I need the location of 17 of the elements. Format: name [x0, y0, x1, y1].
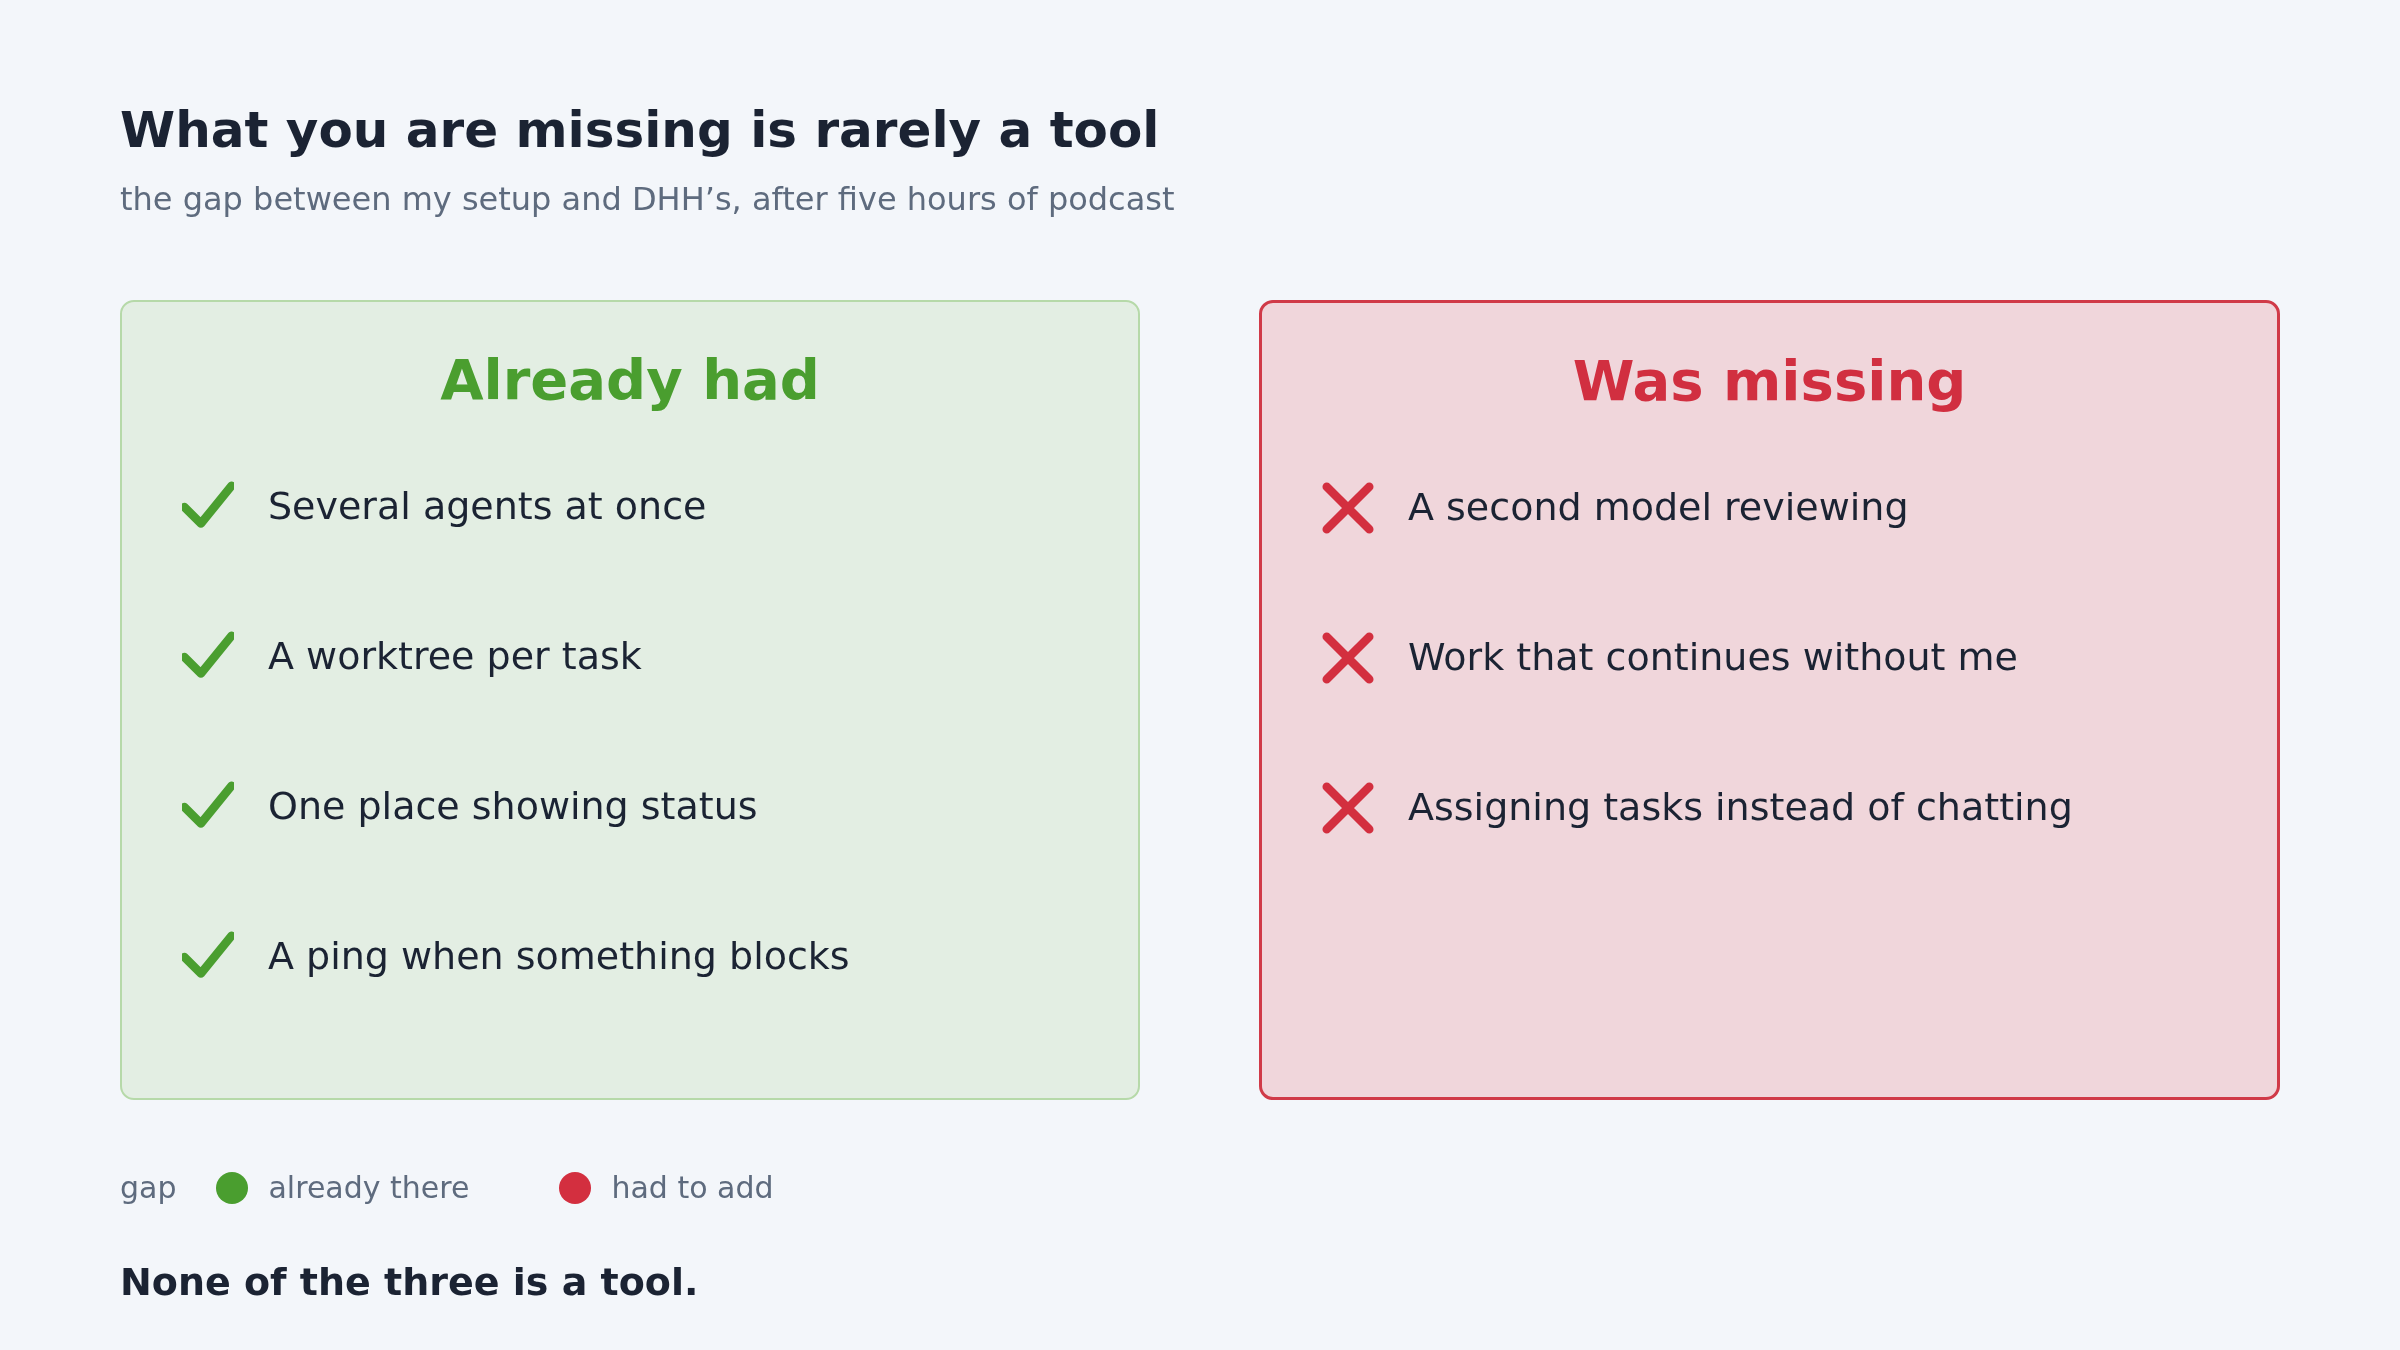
list-item: Work that continues without me — [1408, 635, 2018, 681]
list-item: A worktree per task — [268, 634, 642, 680]
list-item: A second model reviewing — [1408, 485, 1909, 531]
legend-text: already there — [268, 1170, 470, 1206]
legend-text: had to add — [611, 1170, 774, 1206]
panel-card — [120, 300, 1140, 1100]
list-item: One place showing status — [268, 784, 758, 830]
list-item: Assigning tasks instead of chatting — [1408, 785, 2073, 831]
legend-heading: gap — [120, 1170, 177, 1206]
panel-card — [1259, 300, 2280, 1100]
panel-heading: Was missing — [1571, 347, 1968, 415]
panel-heading: Already had — [439, 346, 821, 414]
list-item: Several agents at once — [268, 484, 707, 530]
list-item: A ping when something blocks — [268, 934, 850, 980]
title: What you are missing is rarely a tool — [120, 100, 1160, 160]
caption: None of the three is a tool. — [120, 1260, 699, 1306]
subtitle: the gap between my setup and DHH’s, after five hours of podcast — [120, 180, 1175, 219]
